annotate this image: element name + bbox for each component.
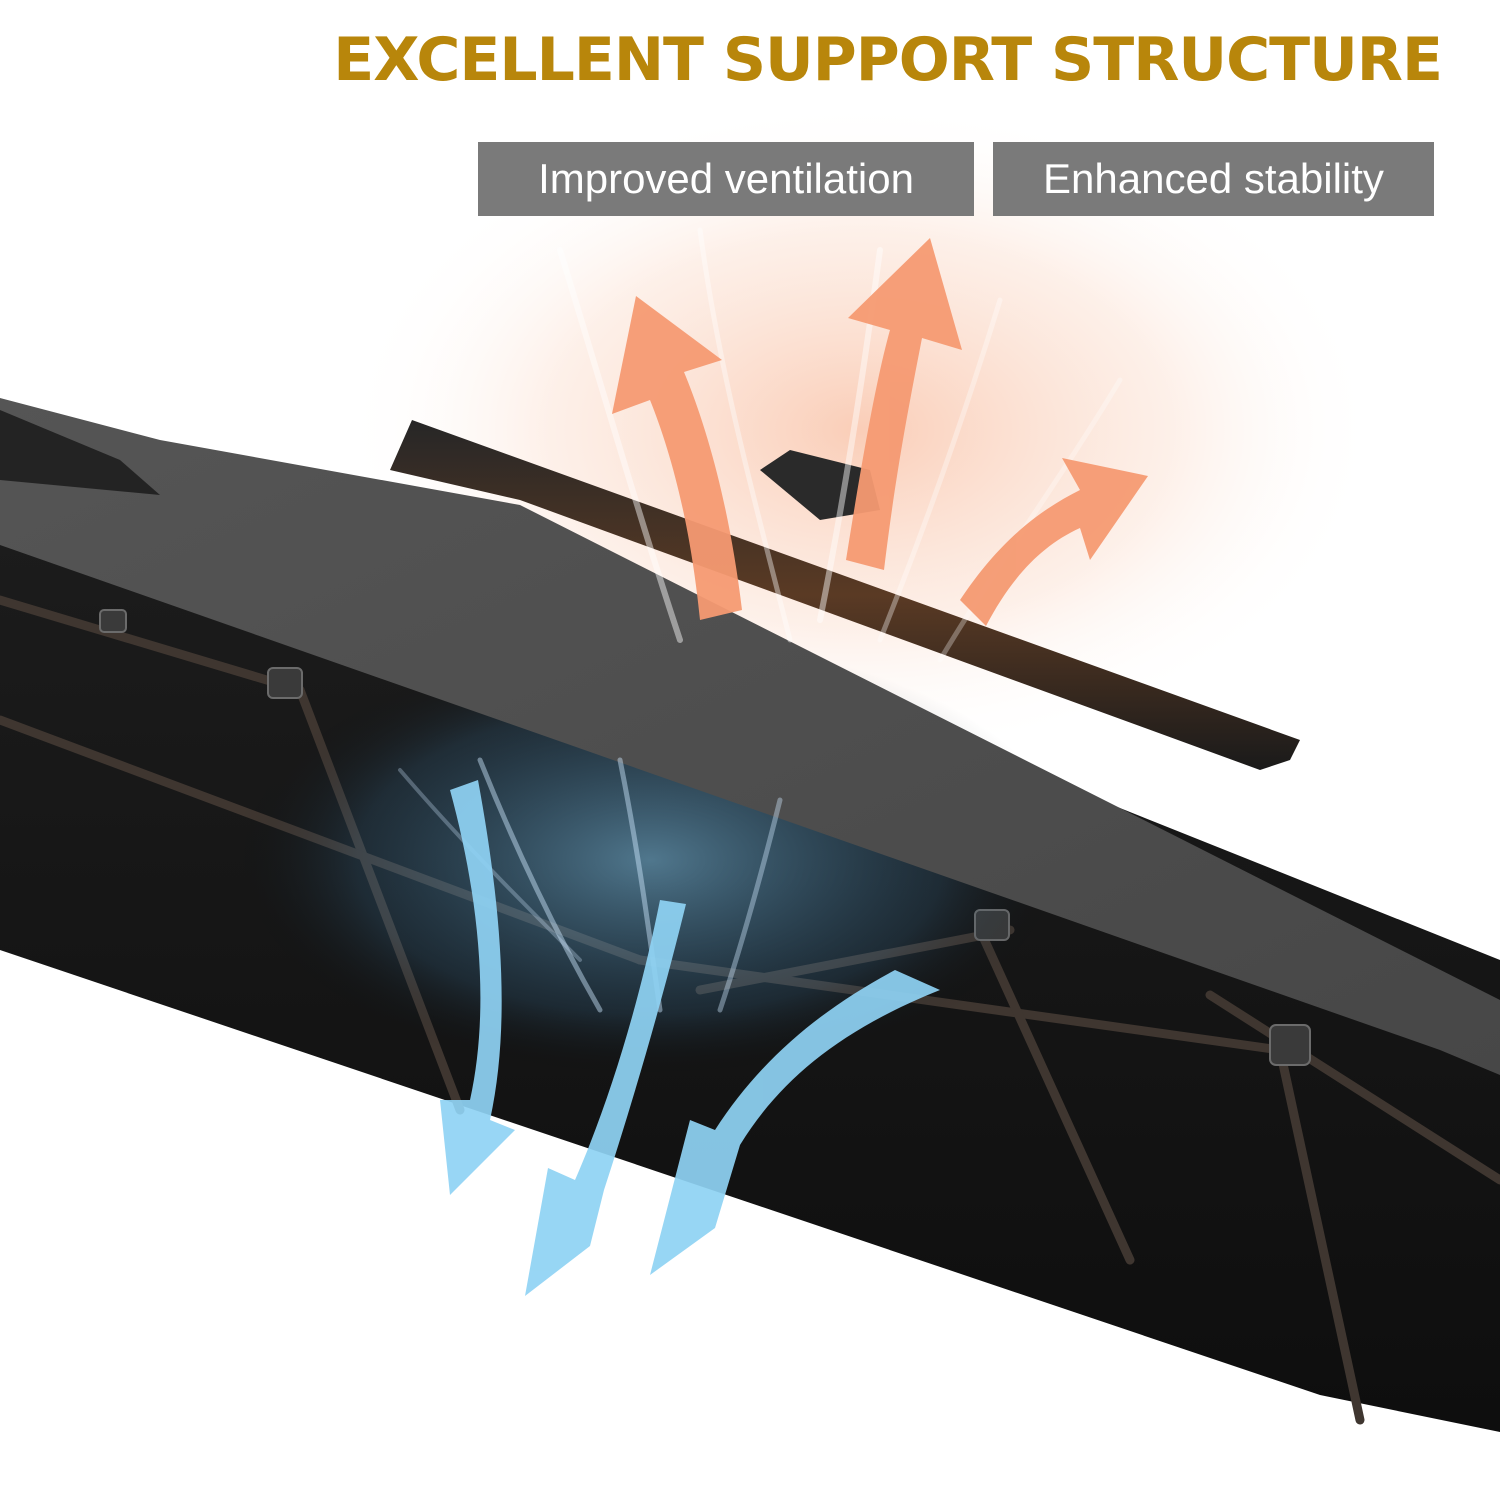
ventilation-badge: Improved ventilation xyxy=(478,142,974,216)
canopy-vent-hub xyxy=(760,450,880,520)
stability-badge: Enhanced stability xyxy=(993,142,1434,216)
airflow-streaks xyxy=(398,227,1123,1013)
canopy-top-flap xyxy=(0,410,160,495)
arrow-down-icon xyxy=(440,780,940,1296)
arrow-up-icon xyxy=(612,238,1148,626)
headline: EXCELLENT SUPPORT STRUCTURE xyxy=(333,25,1443,95)
canopy-vent xyxy=(390,420,1300,770)
canopy-top-surface xyxy=(0,398,1500,1075)
